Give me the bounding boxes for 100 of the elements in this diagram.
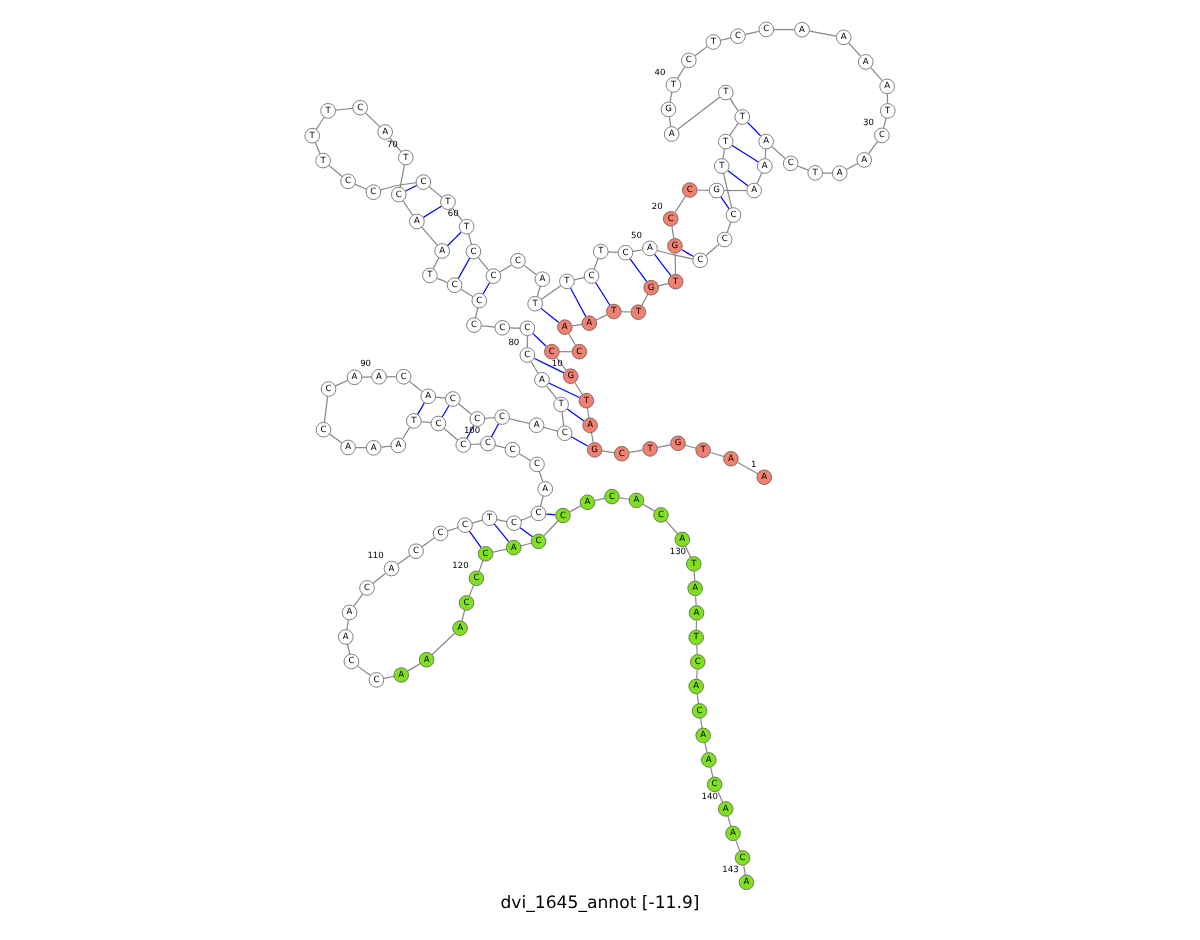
connector [570, 287, 587, 318]
connector [704, 742, 708, 754]
connector [709, 766, 714, 778]
connector [434, 396, 446, 399]
connector [481, 325, 496, 328]
connector [696, 669, 698, 680]
connector [402, 200, 414, 216]
connector [619, 497, 630, 500]
connector [669, 91, 673, 103]
connector [696, 693, 700, 705]
connector [540, 307, 560, 323]
connector [432, 257, 440, 270]
connector [674, 195, 687, 213]
connector [508, 418, 530, 425]
connector [519, 527, 534, 538]
connector [573, 277, 585, 281]
connector [353, 593, 364, 607]
connector [548, 382, 580, 399]
connector [421, 537, 435, 548]
connector [700, 718, 703, 729]
connector [408, 380, 423, 392]
connector [568, 333, 576, 346]
connector [543, 520, 559, 537]
connector [407, 662, 421, 672]
connector [357, 665, 371, 676]
connector [773, 28, 796, 31]
connector [441, 405, 450, 418]
connector [499, 264, 512, 273]
connector [539, 495, 544, 507]
connector [446, 231, 462, 247]
connector [468, 233, 473, 245]
connector [431, 632, 456, 656]
caption: dvi_1645_annot [-11.9] [500, 894, 700, 915]
connector [731, 144, 759, 163]
connector [593, 258, 599, 270]
connector [737, 461, 759, 475]
connector [478, 560, 484, 572]
connector [346, 643, 351, 655]
connector [457, 257, 471, 280]
connector [681, 249, 695, 258]
connector [436, 277, 449, 284]
connector [520, 515, 532, 521]
connector [379, 182, 417, 191]
connector [372, 572, 386, 584]
connector [482, 282, 491, 295]
connector [569, 505, 582, 513]
connector [868, 140, 879, 155]
connector [590, 432, 594, 443]
connector [546, 385, 558, 400]
connector [743, 865, 746, 876]
connector [671, 225, 675, 240]
connector [729, 122, 739, 137]
connector [383, 675, 395, 680]
connector [490, 423, 500, 438]
connector [642, 503, 656, 512]
connector [443, 427, 459, 441]
connector [684, 444, 697, 449]
connector [380, 445, 392, 448]
connector [536, 285, 541, 298]
connector [674, 252, 677, 275]
connector [696, 644, 698, 655]
connector [870, 66, 883, 82]
connector [756, 172, 763, 184]
connector [570, 436, 589, 447]
connector [571, 323, 583, 327]
connector [538, 471, 544, 483]
connector [684, 545, 692, 558]
connector [705, 243, 720, 257]
connector [727, 170, 749, 187]
connector [676, 66, 686, 79]
connector [566, 408, 585, 422]
connector [484, 417, 495, 420]
connector [471, 519, 483, 524]
connector [822, 172, 833, 174]
connector [457, 403, 472, 415]
connector [518, 453, 532, 462]
connector [428, 186, 443, 199]
connector [460, 288, 474, 298]
connector [722, 172, 733, 209]
connector [586, 407, 590, 419]
connector [314, 142, 321, 155]
connector [530, 361, 539, 374]
connector [492, 548, 507, 553]
connector [509, 327, 521, 329]
connector [744, 30, 760, 35]
connector [397, 555, 411, 565]
connector [323, 395, 329, 423]
connector [404, 184, 418, 192]
connector [468, 530, 482, 549]
connector [520, 542, 532, 547]
connector [797, 165, 809, 171]
connector [574, 382, 583, 395]
connector [654, 253, 672, 277]
connector [620, 311, 632, 313]
connector [723, 189, 748, 192]
connector [361, 376, 372, 378]
connector [694, 46, 708, 57]
connector [746, 121, 762, 137]
connector [629, 258, 648, 283]
connector [468, 584, 475, 597]
